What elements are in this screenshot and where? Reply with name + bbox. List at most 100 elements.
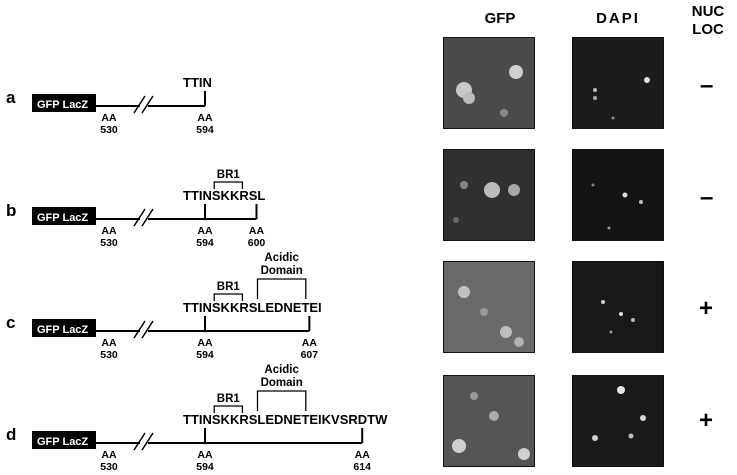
cell-spot — [611, 116, 615, 120]
break-slash-1-d — [133, 432, 146, 451]
cell-spot — [644, 77, 650, 83]
nuc-loc-c: + — [699, 295, 714, 322]
gfp-lacz-box-a — [32, 94, 96, 112]
gfp-image-d — [443, 375, 535, 467]
cell-spot — [500, 326, 512, 338]
aa-prefix-530-b: AA — [101, 225, 117, 237]
break-slash-1-a — [133, 95, 146, 114]
cell-spot — [591, 183, 595, 187]
break-slash-2-a — [141, 95, 154, 114]
header-nuc: NUC — [691, 3, 725, 20]
dapi-image-c — [572, 261, 664, 353]
br1-bracket-b — [213, 181, 244, 189]
micrograph-background — [444, 38, 534, 128]
aa-prefix-594-a: AA — [197, 112, 213, 124]
aa-prefix-594-b: AA — [197, 225, 213, 237]
sequence-c: TTINSKKRSLEDNETEI — [183, 300, 322, 315]
row-label-c: c — [6, 313, 16, 332]
cell-spot — [622, 192, 628, 198]
break-gap-d — [140, 440, 148, 446]
aa-number-594-d: 594 — [196, 461, 214, 473]
gfp-lacz-box-d — [32, 431, 96, 449]
row-label-d: d — [6, 425, 17, 444]
break-slash-2-b — [141, 208, 154, 227]
cell-spot — [639, 200, 643, 204]
cell-spot — [592, 435, 598, 441]
cell-spot — [484, 182, 500, 198]
cell-spot — [458, 286, 470, 298]
dapi-image-d — [572, 375, 664, 467]
aa-number-530-b: 530 — [100, 237, 118, 249]
cell-spot — [470, 392, 478, 400]
aa-number-530-c: 530 — [100, 349, 118, 361]
aa-prefix-530-d: AA — [101, 449, 117, 461]
gfp-lacz-label-a: GFP LacZ — [37, 99, 88, 111]
br1-label-c: BR1 — [217, 281, 241, 293]
row-label-b: b — [6, 201, 17, 220]
header-dapi: DAPI — [596, 10, 640, 27]
cell-spot — [617, 386, 625, 394]
cell-spot — [593, 96, 597, 100]
br1-bracket-d — [213, 405, 244, 413]
cell-spot — [500, 109, 508, 117]
cell-spot — [514, 337, 524, 347]
nuc-loc-b: – — [700, 184, 714, 211]
aa-prefix-607-c: AA — [302, 337, 318, 349]
cell-spot — [609, 330, 613, 334]
micrograph-background — [573, 150, 663, 240]
gfp-lacz-label-d: GFP LacZ — [37, 436, 88, 448]
aa-number-594-a: 594 — [196, 124, 214, 136]
acidic-label-1-c: Acidic — [264, 252, 299, 264]
cell-spot — [631, 318, 635, 322]
aa-prefix-530-a: AA — [101, 112, 117, 124]
cell-spot — [640, 415, 646, 421]
header-nuc-loc: NUC LOC — [683, 3, 733, 39]
cell-spot — [509, 65, 523, 79]
sequence-b: TTINSKKRSL — [183, 188, 265, 203]
gfp-lacz-box-b — [32, 207, 96, 225]
acidic-bracket-d — [256, 390, 307, 411]
aa-number-530-d: 530 — [100, 461, 118, 473]
acidic-bracket-c — [256, 278, 307, 299]
break-gap-c — [140, 328, 148, 334]
sequence-d: TTINSKKRSLEDNETEIKVSRDTW — [183, 412, 388, 427]
cell-spot — [452, 439, 466, 453]
cell-spot — [460, 181, 468, 189]
gfp-lacz-label-b: GFP LacZ — [37, 212, 88, 224]
cell-spot — [607, 226, 611, 230]
aa-number-594-b: 594 — [196, 237, 214, 249]
break-gap-a — [140, 103, 148, 109]
cell-spot — [628, 433, 634, 439]
break-slash-1-b — [133, 208, 146, 227]
aa-number-594-c: 594 — [196, 349, 214, 361]
gfp-lacz-label-c: GFP LacZ — [37, 324, 88, 336]
header-gfp: GFP — [484, 10, 516, 27]
cell-spot — [453, 217, 459, 223]
break-gap-b — [140, 216, 148, 222]
br1-label-b: BR1 — [217, 169, 241, 181]
aa-prefix-594-c: AA — [197, 337, 213, 349]
cell-spot — [489, 411, 499, 421]
header-loc: LOC — [692, 21, 724, 38]
nuc-loc-d: + — [699, 407, 714, 434]
aa-number-530-a: 530 — [100, 124, 118, 136]
br1-label-d: BR1 — [217, 393, 241, 405]
break-slash-1-c — [133, 320, 146, 339]
break-slash-2-d — [141, 432, 154, 451]
nuc-loc-a: – — [700, 72, 714, 99]
row-label-a: a — [6, 88, 16, 107]
acidic-label-2-c: Domain — [261, 265, 303, 277]
gfp-image-a — [443, 37, 535, 129]
aa-prefix-600-b: AA — [249, 225, 265, 237]
cell-spot — [601, 300, 605, 304]
acidic-label-1-d: Acidic — [264, 364, 299, 376]
aa-number-607-c: 607 — [301, 349, 319, 361]
cell-spot — [593, 88, 597, 92]
cell-spot — [508, 184, 520, 196]
aa-number-600-b: 600 — [248, 237, 266, 249]
cell-spot — [463, 92, 475, 104]
micrograph-background — [573, 262, 663, 352]
gfp-image-c — [443, 261, 535, 353]
aa-prefix-530-c: AA — [101, 337, 117, 349]
